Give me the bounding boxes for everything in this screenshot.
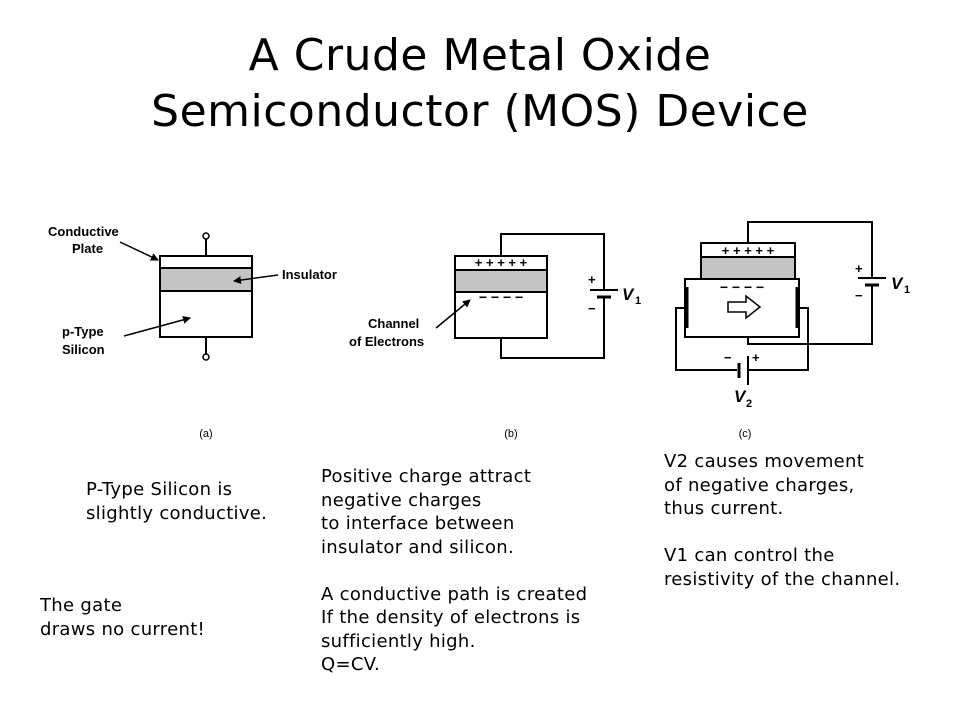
wire-right-c [749,307,809,371]
note-v2: V2 causes movement of negative charges, … [664,451,901,590]
insulator-c [700,256,796,280]
panel-b: + + + + + − − − − + − V 1 Channel of Ele… [349,233,641,440]
label-silicon-line2: Silicon [62,342,105,357]
battery1-label-c: V [891,274,904,293]
note-charge: Positive charge attract negative charges… [321,466,588,675]
channel-charges-b: − − − − [479,289,523,305]
caption-c: (c) [739,428,752,440]
label-silicon-line1: p-Type [62,324,104,339]
gate-terminal-a [202,232,210,240]
wire-top-b [500,233,605,290]
arrow-channel [435,299,471,329]
note-gate: The gate draws no current! [40,595,206,640]
battery2-sub-c: 2 [746,398,752,410]
label-plate-line1: Conductive [48,224,119,239]
current-arrow-icon [727,294,762,320]
battery1-plus-c: + [855,261,863,276]
silicon-a [159,290,253,338]
caption-a: (a) [199,428,212,440]
plate-charges-b: + + + + + [475,255,528,270]
label-channel-line2: of Electrons [349,334,424,349]
wire-left-c [675,307,737,371]
wire-top-c [747,221,873,278]
battery2-minus-c: − [724,350,732,365]
wire-bottom-c [747,285,873,345]
conductive-plate-a [159,255,253,269]
battery1-sub-c: 1 [904,284,910,296]
battery-minus-b: − [588,301,596,316]
battery2-plus-c: + [752,350,760,365]
battery1-minus-c: − [855,288,863,303]
battery-plus-b: + [588,272,596,287]
title-line-1: A Crude Metal Oxide [248,30,712,81]
caption-b: (b) [504,428,517,440]
battery-sub-b: 1 [635,295,641,307]
label-insulator: Insulator [282,267,337,282]
slide-title: A Crude Metal Oxide Semiconductor (MOS) … [0,28,960,140]
plate-charges-c: + + + + + [722,243,775,258]
panel-c: + + + + + − − − − + − V 1 − + V 2 (c) [675,221,910,440]
arrow-silicon [123,315,191,337]
label-channel-line1: Channel [368,316,419,331]
arrow-plate [119,241,159,261]
arrow-insulator [233,274,279,285]
wire-bottom-b [500,297,605,359]
title-line-2: Semiconductor (MOS) Device [151,86,809,137]
note-silicon: P-Type Silicon is slightly conductive. [86,479,268,524]
label-plate-line2: Plate [72,241,103,256]
channel-charges-c: − − − − [720,279,764,295]
panel-a: Conductive Plate Insulator p-Type Silico… [48,224,337,440]
battery2-label-c: V [734,387,747,406]
insulator-a [159,267,253,292]
body-terminal-a [202,353,210,361]
battery-label-b: V [622,285,635,304]
